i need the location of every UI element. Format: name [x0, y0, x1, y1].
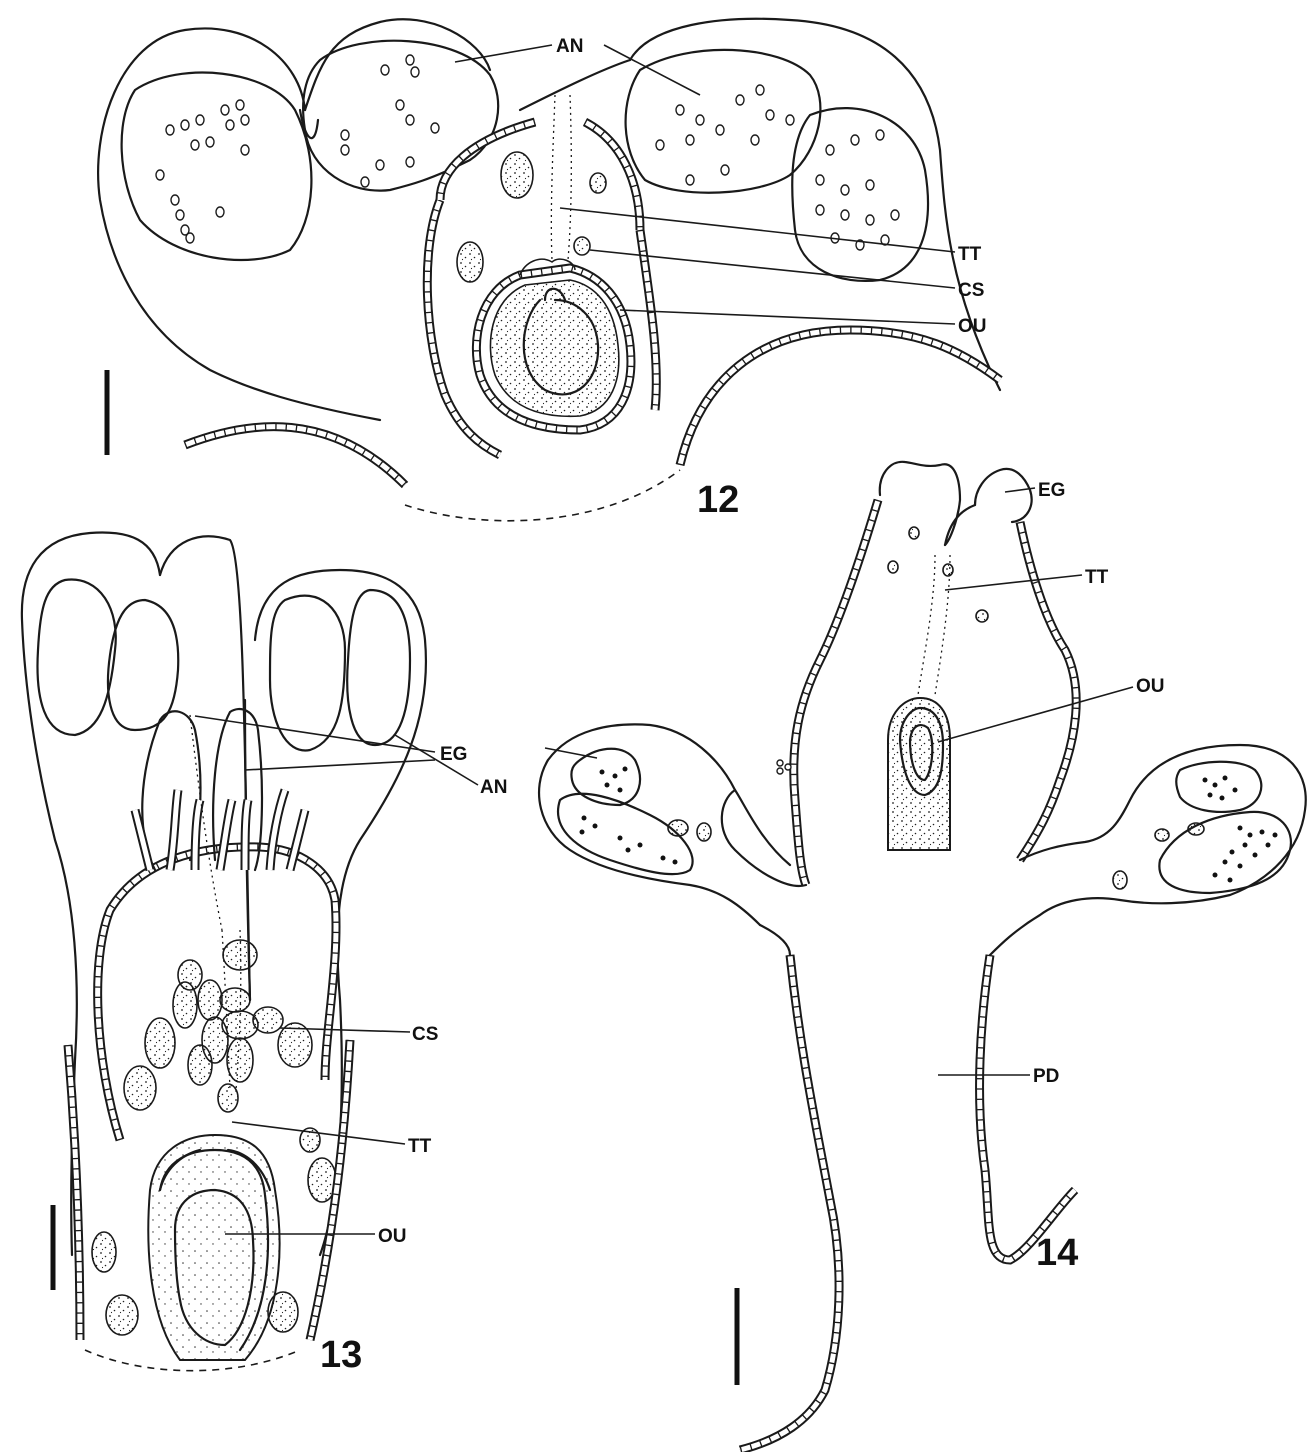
fig14-right-anther-1 [1176, 762, 1261, 812]
fig14-transmitting-tissue [918, 555, 935, 695]
fig13-outline [22, 532, 160, 1255]
fig12-label-tt: TT [958, 244, 982, 265]
fig13-label-ou: OU [378, 1226, 407, 1247]
figure-14: EG TT OU PD 14 AN [480, 462, 1306, 1450]
fig14-pedicel-wall [740, 955, 1075, 1450]
figure-13: EG CS TT OU 13 [22, 532, 478, 1376]
fig13-label-an: AN [480, 777, 507, 798]
fig12-pollen [156, 55, 899, 250]
fig14-right-anther-2 [1159, 812, 1291, 893]
fig14-ovule [888, 698, 950, 850]
fig13-anther-1 [37, 580, 115, 735]
fig12-ovule [476, 259, 631, 430]
fig12-label-an: AN [556, 36, 583, 57]
fig13-anther-4 [347, 590, 410, 745]
fig13-anther-3 [270, 596, 345, 751]
fig14-number: 14 [1036, 1232, 1078, 1274]
fig14-label-pd: PD [1033, 1066, 1059, 1087]
fig14-label-tt: TT [1085, 567, 1109, 588]
fig13-number: 13 [320, 1334, 362, 1376]
fig12-label-cs: CS [958, 280, 984, 301]
fig12-anther-left [122, 73, 312, 260]
fig12-number: 12 [697, 479, 739, 521]
fig13-ovule [148, 1135, 279, 1360]
fig12-anther-mid [303, 41, 498, 191]
fig12-crystal-sac [501, 152, 533, 198]
fig13-label-tt: TT [408, 1136, 432, 1157]
fig12-transmitting-tissue [551, 95, 555, 260]
fig14-label-eg: EG [1038, 480, 1065, 501]
fig12-cut-line [405, 470, 680, 521]
fig12-anther-right2 [792, 108, 928, 281]
fig12-label-ou: OU [958, 316, 987, 337]
fig14-label-ou: OU [1136, 676, 1165, 697]
fig13-anther-2 [108, 600, 178, 730]
fig13-label-cs: CS [412, 1024, 438, 1045]
fig13-label-eg: EG [440, 744, 467, 765]
figure-12: AN TT CS OU 12 [98, 19, 1000, 521]
